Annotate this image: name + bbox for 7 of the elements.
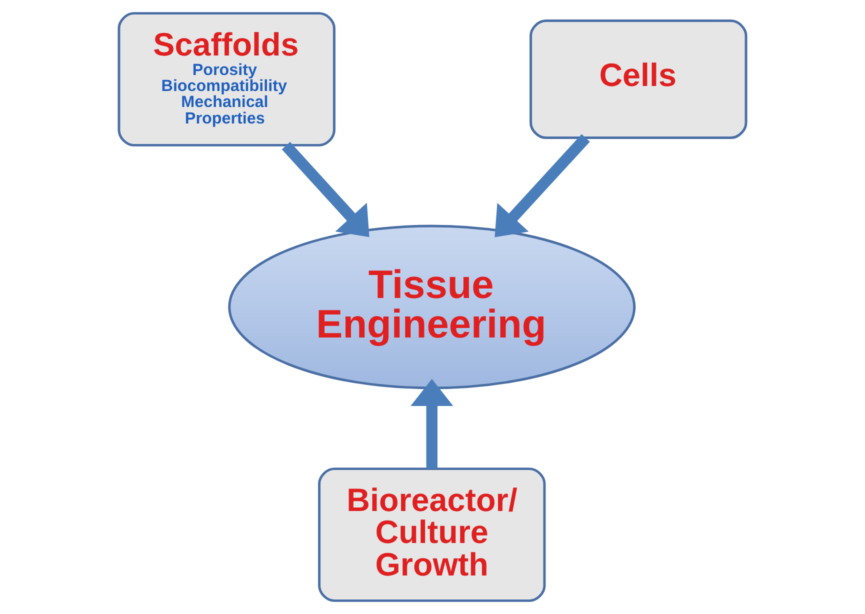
arrow xyxy=(410,378,454,469)
node-box: Scaffolds Porosity Biocompatibility Mechanical Properties xyxy=(118,12,336,146)
node-box: Cells xyxy=(530,20,748,139)
arrow xyxy=(494,134,590,238)
node-box: Bioreactor/ Culture Growth xyxy=(318,468,546,602)
arrow xyxy=(282,142,370,238)
node-ellipse: Tissue Engineering xyxy=(228,224,636,390)
